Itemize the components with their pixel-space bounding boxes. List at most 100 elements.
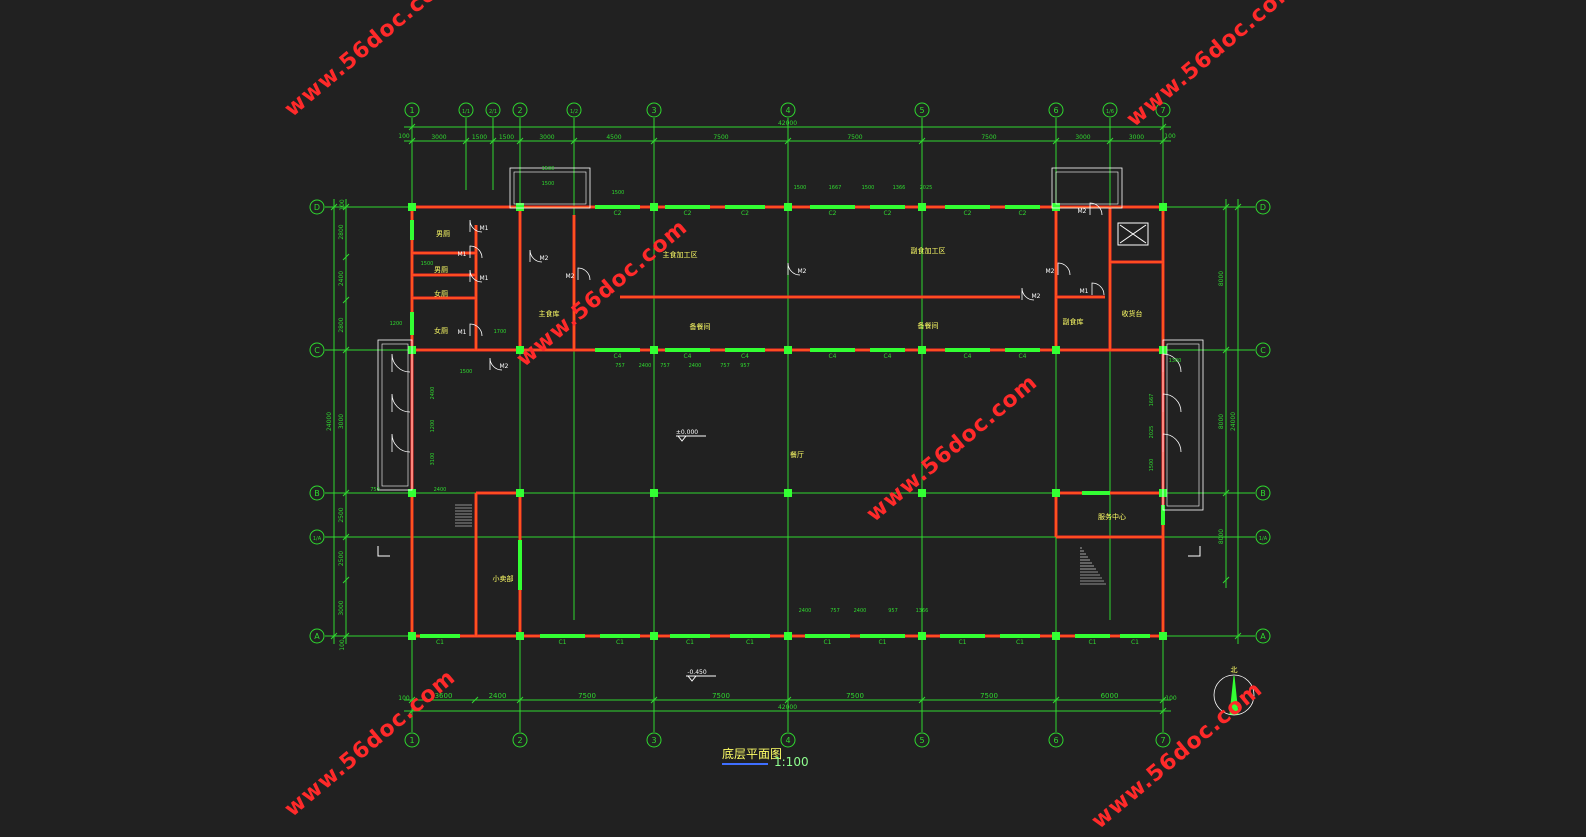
room-label: 小卖部 — [493, 574, 514, 583]
axis-bubble — [1255, 342, 1271, 358]
drawing-scale: 1:100 — [774, 755, 809, 769]
room-label: 备餐间 — [690, 322, 711, 331]
dim-top-text: 7500 — [713, 134, 728, 141]
edge-dim: 100 — [339, 199, 346, 211]
dim-left-text: 2400 — [338, 271, 345, 286]
dim-tick — [918, 137, 926, 145]
axis-label-bottom: 7 — [1160, 736, 1165, 745]
dim-tick — [330, 203, 338, 211]
dim-bottom-text: 3600 — [435, 692, 453, 700]
dim-right-text: 8000 — [1218, 529, 1225, 544]
dim-tick — [408, 123, 416, 131]
axis-label-top: 1/2 — [570, 109, 578, 115]
axis-bubble — [1102, 102, 1118, 118]
dim-bottom-text: 7500 — [980, 692, 998, 700]
axis-label-top: 7 — [1160, 106, 1165, 115]
dim-left-text: 2500 — [338, 507, 345, 522]
misc-dim: 757 — [830, 608, 840, 614]
misc-dim: 1500 — [1149, 459, 1155, 472]
dim-top-text: 3000 — [1075, 134, 1090, 141]
door-swing — [489, 357, 503, 371]
misc-dim: 957 — [740, 363, 750, 369]
room-label: 收货台 — [1122, 309, 1143, 318]
column — [918, 203, 926, 211]
dim-bottom-total-text: 42000 — [778, 704, 797, 711]
misc-dim: 2400 — [639, 363, 652, 369]
drawing-title: 底层平面图 — [722, 747, 783, 761]
dim-top-text: 1500 — [499, 134, 514, 141]
column — [1052, 203, 1060, 211]
window-label: C2 — [1018, 210, 1026, 217]
door-swing — [529, 249, 543, 263]
dim-top-text: 7500 — [981, 134, 996, 141]
north-needle — [1229, 675, 1239, 715]
column — [650, 489, 658, 497]
column — [516, 632, 524, 640]
misc-dim: 2025 — [920, 185, 933, 191]
room-label: 餐厅 — [790, 450, 804, 459]
axis-bubble — [309, 342, 325, 358]
axis-label-left: 1/A — [313, 536, 322, 542]
misc-dim: 757 — [720, 363, 730, 369]
column — [1052, 632, 1060, 640]
axis-label-bottom: 4 — [785, 736, 790, 745]
misc-dim: 2400 — [689, 363, 702, 369]
window-label: C1 — [1016, 639, 1024, 646]
door-swing — [1091, 282, 1105, 296]
edge-dim: 100 — [1165, 695, 1177, 702]
room-label: 女厕 — [434, 289, 448, 298]
dim-tick — [1159, 696, 1167, 704]
dim-top-total-text: 42000 — [778, 120, 797, 127]
dim-bottom-text: 7500 — [712, 692, 730, 700]
dim-tick — [1222, 489, 1230, 497]
equipment-cross — [1119, 224, 1147, 244]
misc-dim: 1200 — [430, 420, 436, 433]
axis-bubble — [780, 732, 796, 748]
axis-bubble — [914, 732, 930, 748]
equipment-box — [1117, 222, 1149, 246]
misc-dim: 1500 — [862, 185, 875, 191]
dim-tick — [342, 533, 350, 541]
window-label: C4 — [883, 353, 891, 360]
dim-top-text: 3000 — [431, 134, 446, 141]
door-swing — [469, 323, 483, 337]
porch-nw — [509, 167, 591, 209]
dim-bottom-text: 7500 — [578, 692, 596, 700]
dim-tick — [1159, 123, 1167, 131]
dim-right-text: 8000 — [1218, 414, 1225, 429]
window-label: C4 — [1018, 353, 1026, 360]
misc-dim: 2400 — [799, 608, 812, 614]
column — [918, 346, 926, 354]
door-east — [1162, 393, 1182, 413]
column — [784, 203, 792, 211]
axis-bubble — [309, 628, 325, 644]
door-west — [391, 433, 411, 453]
axis-bubble — [512, 732, 528, 748]
dim-bottom-text: 2400 — [489, 692, 507, 700]
dim-left-text: 3000 — [338, 600, 345, 615]
section-mark-right — [1188, 546, 1201, 557]
north-arrow-icon: 北 — [1213, 666, 1255, 716]
dim-tick — [471, 696, 479, 704]
misc-dim: 1500 — [460, 369, 473, 375]
misc-dim: 3100 — [430, 453, 436, 466]
axis-label-top: 4 — [785, 106, 790, 115]
window-label: C2 — [883, 210, 891, 217]
axis-bubble — [1155, 102, 1171, 118]
dim-tick — [1106, 137, 1114, 145]
door-label: M1 — [458, 251, 467, 258]
axis-label-left: B — [314, 489, 320, 498]
dim-tick — [1222, 346, 1230, 354]
door-label: M2 — [500, 363, 509, 370]
dim-left-text: 2500 — [338, 551, 345, 566]
axis-label-bottom: 6 — [1053, 736, 1058, 745]
level-mark: -0.450 — [687, 669, 707, 676]
column — [516, 489, 524, 497]
axis-label-top: 5 — [919, 106, 924, 115]
dim-top-text: 3000 — [1129, 134, 1144, 141]
dim-tick — [342, 253, 350, 261]
column — [650, 203, 658, 211]
door-label: M2 — [798, 268, 807, 275]
dim-tick — [570, 137, 578, 145]
